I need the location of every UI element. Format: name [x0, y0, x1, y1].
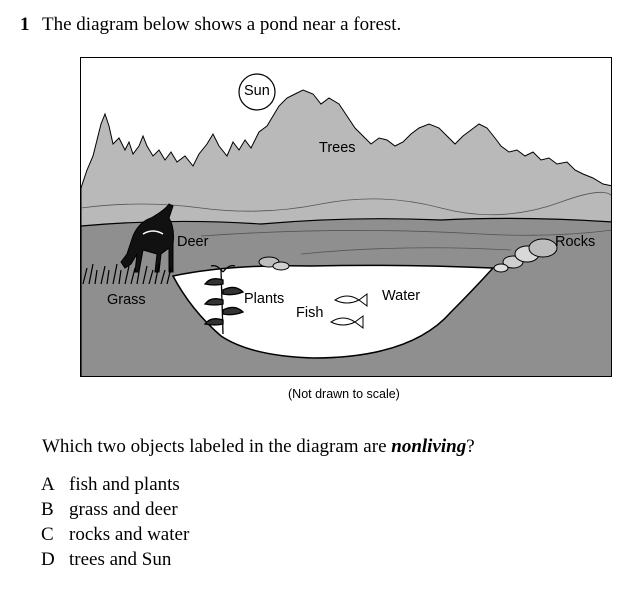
- label-grass: Grass: [107, 292, 146, 308]
- choice-text: fish and plants: [69, 474, 180, 495]
- label-deer: Deer: [177, 234, 209, 250]
- deer: [120, 203, 174, 273]
- pond: [171, 264, 495, 359]
- label-water: Water: [382, 288, 421, 304]
- pond-illustration: [81, 58, 611, 376]
- fish: [330, 293, 368, 329]
- prompt-emphasis: nonliving: [391, 436, 467, 457]
- label-rocks: Rocks: [555, 234, 596, 250]
- label-fish: Fish: [296, 305, 324, 321]
- choice-letter: A: [41, 474, 55, 495]
- plants: [203, 264, 245, 335]
- prompt-text-after: ?: [466, 436, 475, 457]
- choice-letter: B: [41, 499, 54, 520]
- rocks: [258, 238, 558, 273]
- label-trees: Trees: [319, 140, 356, 156]
- question-prompt: Which two objects labeled in the diagram…: [42, 436, 475, 458]
- question-number: 1: [20, 14, 30, 35]
- grass: [82, 263, 172, 285]
- diagram-caption: (Not drawn to scale): [288, 387, 400, 401]
- sun-circle: [238, 73, 276, 111]
- choice-text: trees and Sun: [69, 549, 172, 570]
- trees-silhouette: [81, 89, 611, 229]
- question-stem-line: 1 The diagram below shows a pond near a f…: [20, 14, 401, 36]
- label-plants: Plants: [244, 291, 285, 307]
- choice-letter: D: [41, 549, 55, 570]
- question-stem: The diagram below shows a pond near a fo…: [42, 14, 402, 35]
- choice-text: rocks and water: [69, 524, 190, 545]
- choice-letter: C: [41, 524, 54, 545]
- pond-diagram: Sun Trees Deer Rocks Grass Plants Water …: [80, 57, 612, 377]
- prompt-text-before: Which two objects labeled in the diagram…: [42, 436, 392, 457]
- label-sun: Sun: [244, 83, 270, 99]
- choice-text: grass and deer: [69, 499, 178, 520]
